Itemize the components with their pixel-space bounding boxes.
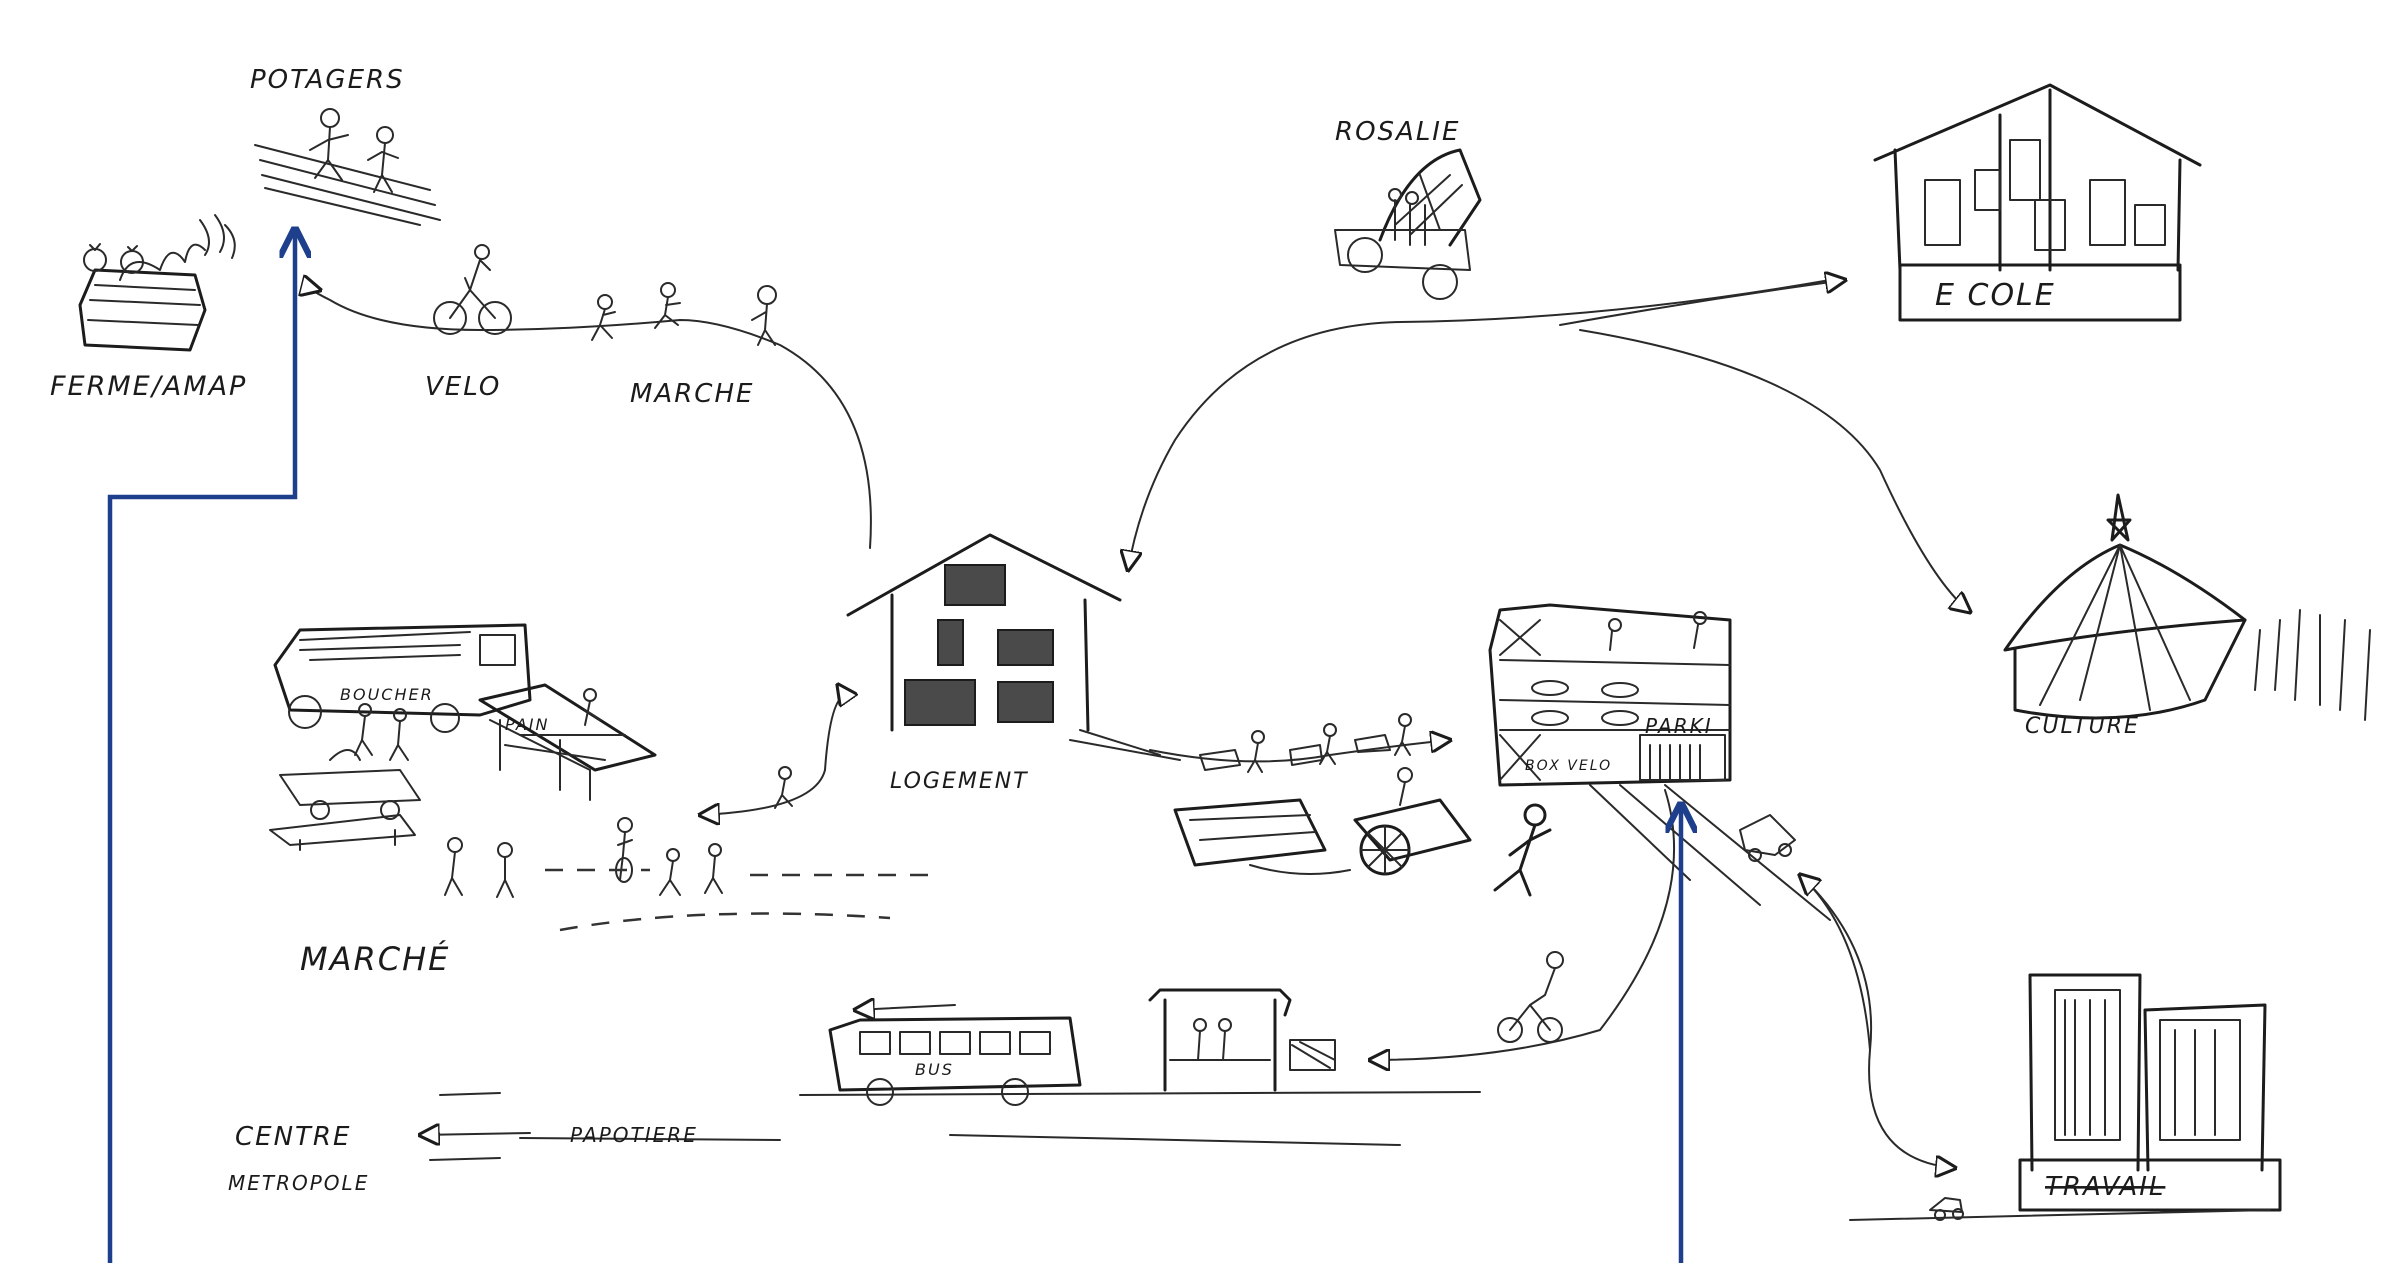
centre-label: CENTRE bbox=[235, 1122, 351, 1152]
parking-lane bbox=[1589, 784, 1831, 921]
culture-tent bbox=[2003, 493, 2371, 721]
pain-label: PAIN bbox=[505, 715, 549, 734]
route-logement-to-potagers bbox=[312, 289, 872, 549]
pedestrian-icon bbox=[774, 766, 793, 809]
boucher-truck bbox=[273, 623, 532, 733]
papotiere-label: PAPOTIERE bbox=[570, 1123, 698, 1147]
cyclist-bus-icon bbox=[1497, 951, 1564, 1043]
logement-label: LOGEMENT bbox=[890, 769, 1029, 794]
market-carts bbox=[269, 749, 421, 851]
potagers-illustration bbox=[254, 108, 441, 226]
pain-stall bbox=[478, 683, 657, 801]
market-people bbox=[354, 688, 723, 898]
small-car bbox=[1739, 814, 1796, 862]
parking-building bbox=[1488, 603, 1732, 787]
marche-walk-label: MARCHE bbox=[630, 379, 754, 409]
logement-building bbox=[846, 533, 1181, 761]
ferme-amap-illustration bbox=[78, 214, 236, 352]
road-line-bottom bbox=[429, 1134, 1401, 1161]
route-to-ecole bbox=[1559, 280, 1845, 326]
route-logement-to-marche bbox=[700, 694, 846, 815]
ecole-label: E COLE bbox=[1935, 278, 2056, 313]
route-logement-to-parking bbox=[1149, 740, 1450, 763]
road-line-top bbox=[439, 1091, 1481, 1096]
cyclist-icon bbox=[433, 244, 512, 335]
papotiere-shelter bbox=[1148, 988, 1336, 1092]
route-to-culture bbox=[1579, 329, 1970, 612]
culture-label: CULTURE bbox=[2025, 714, 2140, 739]
boucher-label: BOUCHER bbox=[340, 685, 434, 704]
travail-label: TRAVAIL bbox=[2045, 1172, 2165, 1202]
route-parking-to-bus bbox=[1370, 789, 1675, 1060]
blue-connector-left bbox=[107, 233, 295, 1263]
bus-label: BUS bbox=[915, 1060, 954, 1079]
rosalie-label: ROSALIE bbox=[1335, 117, 1460, 147]
box-velo-label: BOX VELO bbox=[1525, 758, 1612, 774]
velo-label: VELO bbox=[425, 372, 501, 402]
potagers-label: POTAGERS bbox=[250, 65, 405, 95]
bus-illustration bbox=[828, 1005, 1082, 1106]
walking-figure bbox=[1493, 803, 1552, 897]
wagon bbox=[1173, 798, 1351, 875]
route-ecole-logement bbox=[1128, 279, 1831, 570]
rosalie-illustration bbox=[1334, 148, 1482, 300]
walkers-icon bbox=[591, 282, 777, 346]
travail-building bbox=[1849, 973, 2282, 1221]
arrow-papotiere-to-centre bbox=[420, 1133, 531, 1135]
market-path-dashes bbox=[545, 868, 930, 932]
route-parking-to-travail bbox=[1799, 874, 1955, 1168]
marche-market-label: MARCHÉ bbox=[300, 940, 450, 978]
metropole-label: METROPOLE bbox=[228, 1171, 369, 1195]
parki-label: PARKI bbox=[1645, 714, 1713, 738]
ferme-amap-label: FERME/AMAP bbox=[50, 371, 247, 402]
handcarts bbox=[1199, 713, 1412, 773]
cart-with-wheel bbox=[1353, 767, 1472, 876]
ecole-building bbox=[1873, 83, 2202, 322]
